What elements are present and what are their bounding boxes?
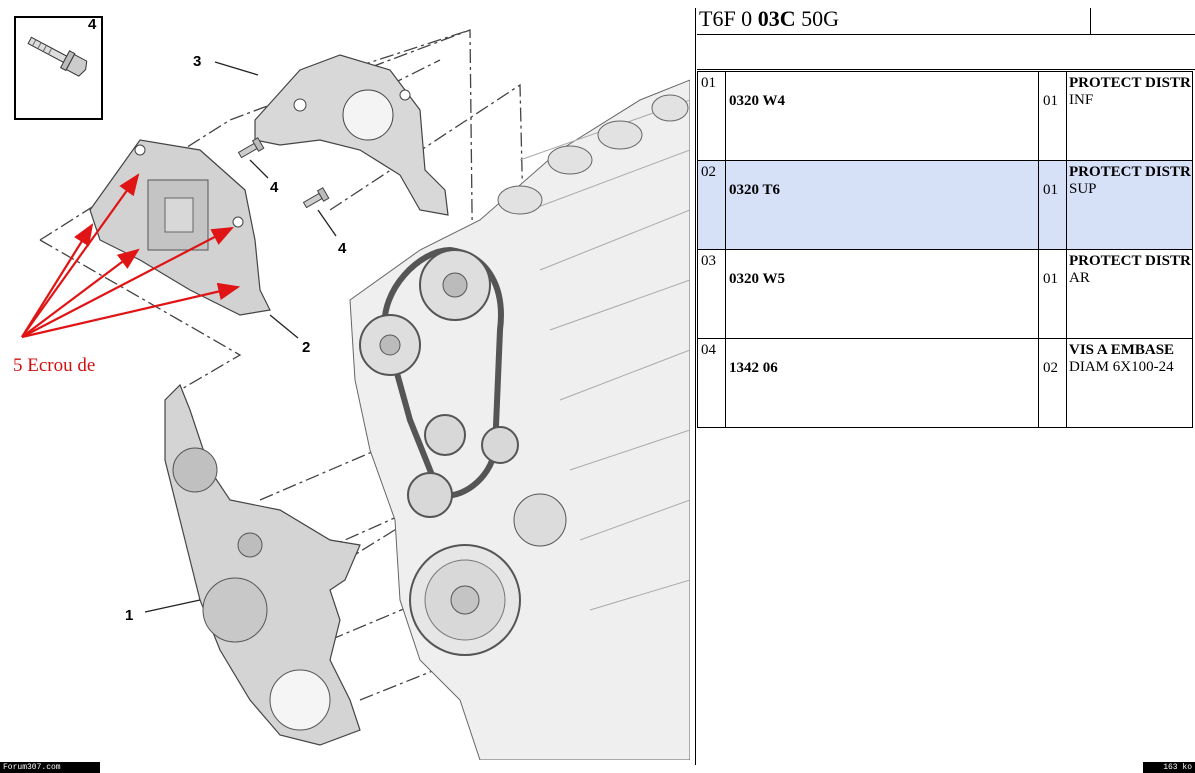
part-reference[interactable]: 0320 T6 bbox=[725, 160, 1039, 250]
part-detail: SUP bbox=[1069, 181, 1097, 197]
part-quantity: 01 bbox=[1038, 249, 1067, 339]
lower-timing-cover bbox=[164, 383, 361, 746]
part-detail: INF bbox=[1069, 92, 1094, 108]
nut-annotation-label: 5 Ecrou de bbox=[13, 355, 96, 376]
engine-block bbox=[349, 79, 690, 760]
part-title: VIS A EMBASE bbox=[1069, 342, 1175, 358]
header-separator bbox=[1090, 8, 1091, 34]
part-title: PROTECT DISTR bbox=[1069, 75, 1191, 91]
part-detail: DIAM 6X100-24 bbox=[1069, 359, 1174, 375]
exploded-parts-diagram: 4 3 4 4 2 1 bbox=[14, 16, 690, 760]
panel-divider bbox=[695, 8, 696, 765]
part-reference[interactable]: 0320 W5 bbox=[725, 249, 1039, 339]
diagram-drawing: 4 3 4 4 2 1 bbox=[14, 16, 690, 760]
callout-leaders bbox=[144, 61, 337, 613]
part-detail: AR bbox=[1069, 270, 1090, 286]
part-index: 02 bbox=[697, 160, 726, 250]
part-index: 04 bbox=[697, 338, 726, 428]
site-watermark: Forum307.com bbox=[0, 762, 100, 773]
ref-code-prefix: T6F 0 bbox=[699, 6, 758, 31]
callout-4-lower: 4 bbox=[338, 240, 347, 257]
part-index: 03 bbox=[697, 249, 726, 339]
rear-timing-cover bbox=[254, 54, 449, 216]
callout-3: 3 bbox=[193, 53, 201, 70]
part-index: 01 bbox=[697, 71, 726, 161]
callout-4-inset: 4 bbox=[88, 16, 97, 33]
reference-header: T6F 0 03C 50G bbox=[697, 4, 1195, 35]
part-title: PROTECT DISTR bbox=[1069, 253, 1191, 269]
part-quantity: 01 bbox=[1038, 160, 1067, 250]
part-quantity: 01 bbox=[1038, 71, 1067, 161]
callout-1: 1 bbox=[125, 607, 133, 624]
header-spacer-row bbox=[697, 35, 1195, 70]
ref-code-highlight: 03C bbox=[757, 6, 796, 31]
part-reference[interactable]: 1342 06 bbox=[725, 338, 1039, 428]
part-reference[interactable]: 0320 W4 bbox=[725, 71, 1039, 161]
reference-code: T6F 0 03C 50G bbox=[699, 6, 839, 32]
annotation-arrows bbox=[21, 173, 241, 339]
bolt-inset-box bbox=[14, 16, 103, 120]
callout-2: 2 bbox=[302, 339, 310, 356]
callout-4-upper: 4 bbox=[270, 179, 279, 196]
part-title: PROTECT DISTR bbox=[1069, 164, 1191, 180]
file-size-watermark: 163 ko bbox=[1143, 762, 1195, 773]
part-quantity: 02 bbox=[1038, 338, 1067, 428]
cover-bolts bbox=[237, 137, 330, 209]
ref-code-suffix: 50G bbox=[795, 6, 839, 31]
